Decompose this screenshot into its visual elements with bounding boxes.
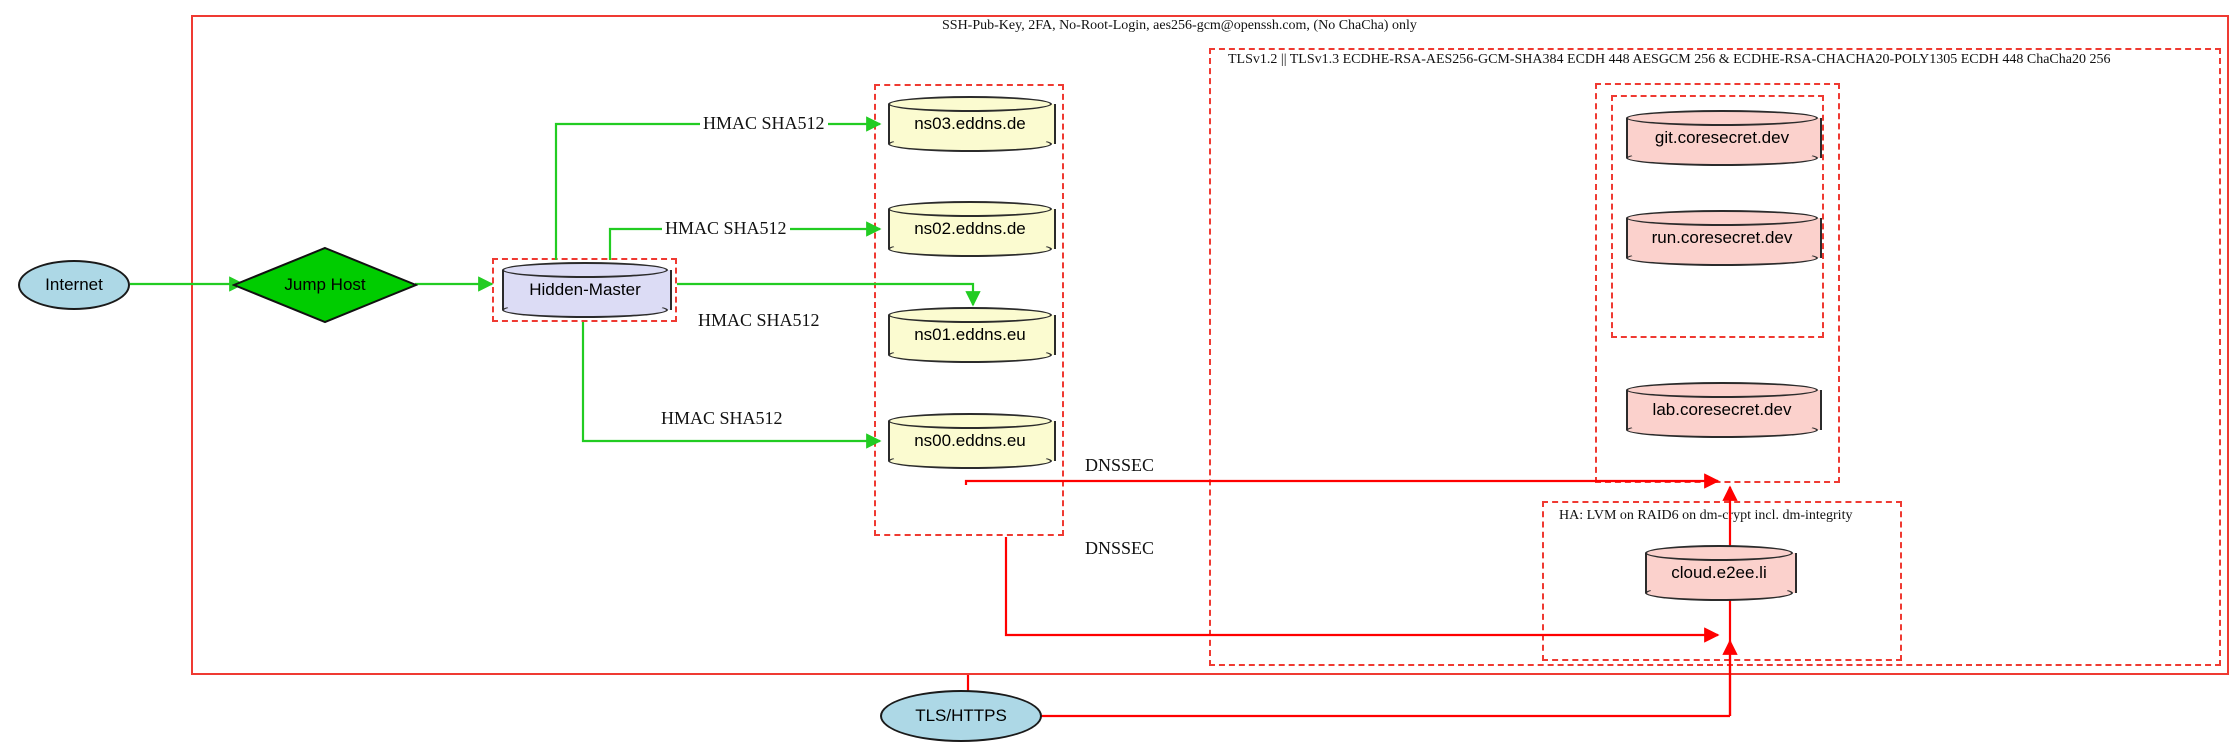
cyl-top — [888, 413, 1052, 429]
node-git-coresecret-label: git.coresecret.dev — [1654, 128, 1790, 147]
diamond-shape — [232, 246, 418, 324]
node-jump-host[interactable]: Jump Host — [232, 246, 418, 324]
cyl-bottom — [1645, 585, 1793, 601]
edge-label-dnssec-upper: DNSSEC — [1082, 455, 1158, 476]
cyl-bottom — [888, 241, 1052, 257]
cyl-top — [1626, 382, 1818, 398]
cyl-bottom — [888, 136, 1052, 152]
cyl-top — [888, 201, 1052, 217]
node-tls-https[interactable]: TLS/HTTPS — [880, 690, 1042, 742]
node-run-coresecret-label: run.coresecret.dev — [1651, 228, 1793, 247]
node-git-coresecret[interactable]: git.coresecret.dev — [1626, 110, 1822, 166]
cyl-bottom — [1626, 150, 1818, 166]
node-ns02-label: ns02.eddns.de — [914, 219, 1026, 238]
node-lab-coresecret[interactable]: lab.coresecret.dev — [1626, 382, 1822, 438]
cluster-tls — [1209, 48, 2221, 666]
cluster-ha — [1542, 501, 1902, 661]
cyl-top — [1626, 210, 1818, 226]
node-ns00[interactable]: ns00.eddns.eu — [888, 413, 1056, 469]
node-lab-coresecret-label: lab.coresecret.dev — [1652, 400, 1792, 419]
node-jump-host-label: Jump Host — [284, 275, 366, 294]
cyl-bottom — [1626, 422, 1818, 438]
node-internet-label: Internet — [45, 275, 103, 294]
cluster-tls-label: TLSv1.2 || TLSv1.3 ECDHE-RSA-AES256-GCM-… — [1224, 52, 2115, 68]
node-hidden-master-label: Hidden-Master — [529, 280, 641, 299]
cyl-top — [1645, 545, 1793, 561]
node-tls-https-label: TLS/HTTPS — [915, 706, 1007, 725]
node-ns02[interactable]: ns02.eddns.de — [888, 201, 1056, 257]
node-ns03[interactable]: ns03.eddns.de — [888, 96, 1056, 152]
node-run-coresecret[interactable]: run.coresecret.dev — [1626, 210, 1822, 266]
node-cloud-e2ee[interactable]: cloud.e2ee.li — [1645, 545, 1797, 601]
node-ns01-label: ns01.eddns.eu — [914, 325, 1026, 344]
cyl-top — [888, 96, 1052, 112]
cyl-bottom — [1626, 250, 1818, 266]
cluster-outer-ssh — [191, 15, 2229, 675]
edge-label-hmac-ns02: HMAC SHA512 — [662, 218, 790, 239]
edge-label-hmac-ns03: HMAC SHA512 — [700, 113, 828, 134]
cluster-ha-label: HA: LVM on RAID6 on dm-crypt incl. dm-in… — [1555, 508, 1857, 524]
cyl-top — [502, 262, 668, 278]
node-hidden-master[interactable]: Hidden-Master — [502, 262, 672, 318]
cyl-bottom — [888, 453, 1052, 469]
cyl-top — [1626, 110, 1818, 126]
cyl-bottom — [888, 347, 1052, 363]
cluster-outer-ssh-label: SSH-Pub-Key, 2FA, No-Root-Login, aes256-… — [938, 18, 1421, 34]
edge-label-dnssec-lower: DNSSEC — [1082, 538, 1158, 559]
node-ns01[interactable]: ns01.eddns.eu — [888, 307, 1056, 363]
edge-label-hmac-ns00: HMAC SHA512 — [658, 408, 786, 429]
node-ns03-label: ns03.eddns.de — [914, 114, 1026, 133]
cyl-bottom — [502, 302, 668, 318]
cluster-coresecret-inner — [1611, 95, 1824, 338]
node-internet[interactable]: Internet — [18, 260, 130, 310]
node-cloud-e2ee-label: cloud.e2ee.li — [1671, 563, 1767, 582]
node-ns00-label: ns00.eddns.eu — [914, 431, 1026, 450]
edge-label-hmac-ns01: HMAC SHA512 — [695, 310, 823, 331]
cyl-top — [888, 307, 1052, 323]
cluster-dns-zone — [874, 84, 1064, 536]
